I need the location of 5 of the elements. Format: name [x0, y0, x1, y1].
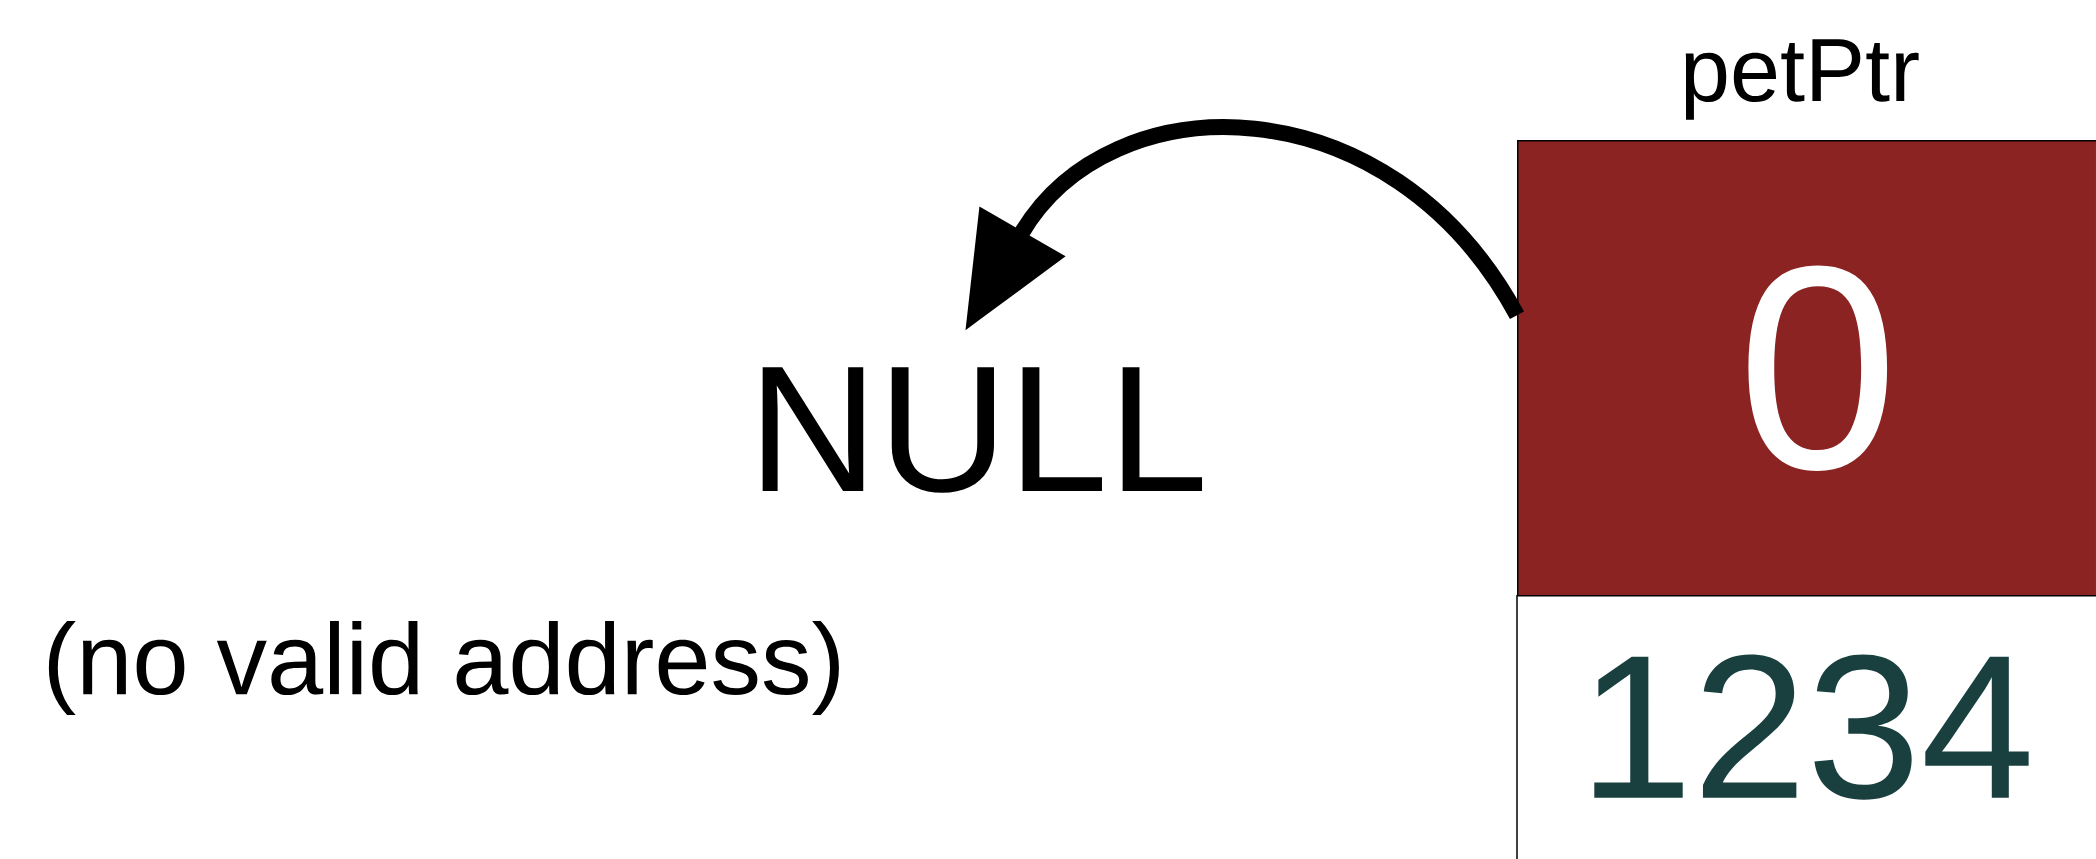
note-text: (no valid address)	[48, 620, 839, 716]
variable-name: petPtr	[1685, 39, 1919, 120]
null-text: NULL	[762, 367, 1203, 493]
value-cell: 1234	[1516, 594, 2029, 859]
pointer-box: 0	[1517, 140, 2096, 597]
